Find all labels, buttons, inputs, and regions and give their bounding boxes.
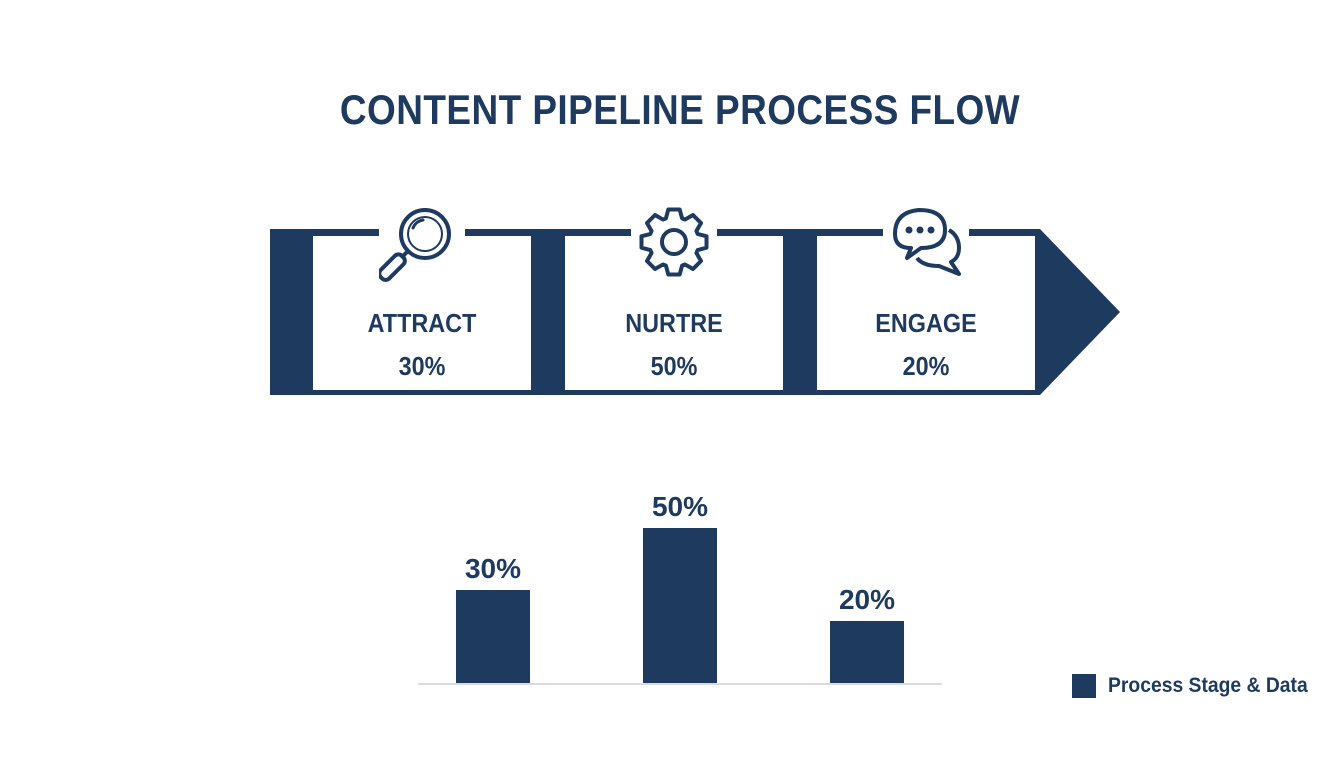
bar-data-label: 30%	[465, 553, 521, 584]
stage-label-attract: ATTRACT	[367, 308, 477, 338]
bar-data-label: 50%	[652, 491, 708, 522]
stage-value-attract: 30%	[398, 351, 446, 381]
bar-data-label: 20%	[839, 584, 895, 615]
bar-engage	[830, 621, 904, 683]
chat-bubbles-icon	[883, 202, 969, 282]
stage-value-engage: 20%	[902, 351, 950, 381]
legend-swatch	[1072, 674, 1096, 698]
stage-label-engage: ENGAGE	[875, 308, 977, 338]
magnifier-icon	[377, 202, 465, 282]
page-title: CONTENT PIPELINE PROCESS FLOW	[339, 86, 1021, 133]
chart-legend: Process Stage & Data	[1072, 674, 1325, 698]
stage-label-nurture: NURTRE	[625, 308, 723, 338]
bar-attract	[456, 590, 530, 683]
gear-icon	[631, 202, 717, 282]
stage-value-nurture: 50%	[650, 351, 698, 381]
bar-nurtre	[643, 528, 717, 683]
legend-label: Process Stage & Data	[1108, 674, 1308, 697]
